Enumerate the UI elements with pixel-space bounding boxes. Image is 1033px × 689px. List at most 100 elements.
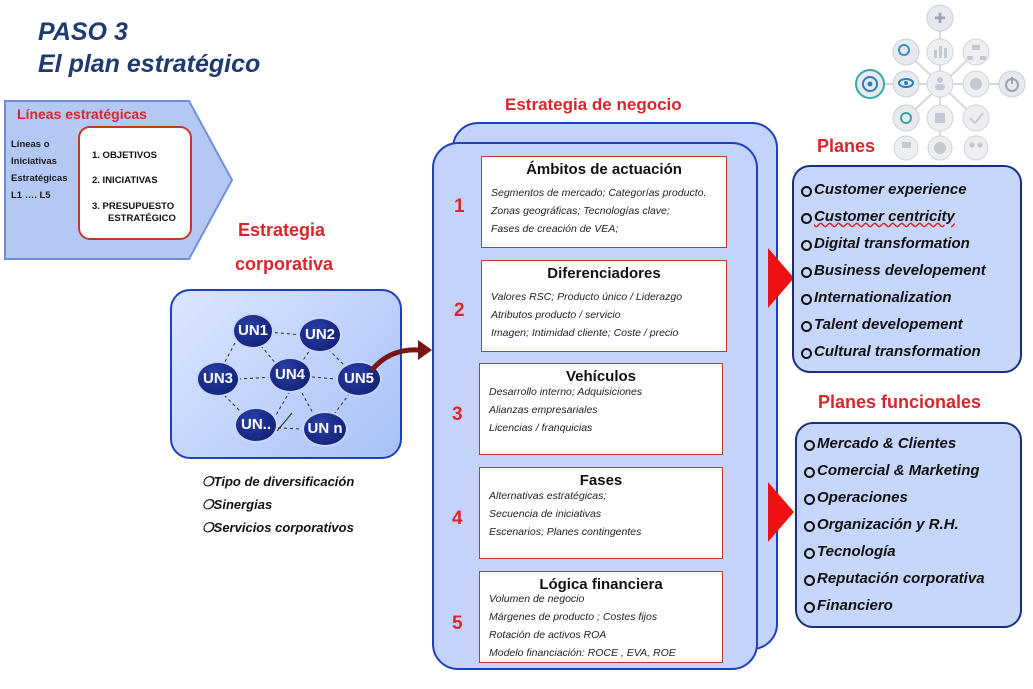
- svg-text:✚: ✚: [934, 10, 946, 26]
- lineas-left-line: Estratégicas: [11, 173, 68, 184]
- arrow-to-planes-top: [768, 248, 794, 308]
- plan-item: Talent developement: [801, 316, 963, 333]
- bullet-circle-icon: [801, 294, 812, 305]
- flag-icon: [893, 135, 919, 161]
- page-title-line1: PASO 3: [38, 18, 128, 46]
- iniciativas-item: 2. INICIATIVAS: [92, 175, 158, 186]
- plan-item: Comercial & Marketing: [804, 462, 980, 479]
- puzzle-icon: [926, 104, 954, 132]
- corporate-to-business-arrow: [370, 340, 432, 372]
- panel-heading: Lógica financiera: [539, 576, 663, 593]
- panel-heading: Fases: [579, 472, 623, 489]
- plan-item: Tecnología: [804, 543, 896, 560]
- panel-line: Atributos producto / servicio: [491, 309, 621, 321]
- unit-un-dots: UN..: [234, 407, 278, 443]
- corporativa-title1: Estrategia: [238, 220, 326, 240]
- arrow-to-planes-funcionales: [768, 482, 794, 542]
- planes-top-title: Planes: [817, 136, 876, 156]
- unit-un5: UN5: [336, 361, 382, 397]
- objetivos-item: 1. OBJETIVOS: [92, 150, 157, 161]
- plan-item: Customer experience: [801, 181, 967, 198]
- panel-line: Valores RSC; Producto único / Liderazgo: [491, 291, 683, 303]
- presupuesto-item: 3. PRESUPUESTO: [92, 201, 175, 212]
- unit-un2: UN2: [298, 317, 342, 353]
- negocio-title: Estrategia de negocio: [505, 95, 682, 114]
- panel-line: Modelo financiación: ROCE , EVA, ROE: [489, 647, 676, 659]
- bullet-diversificacion: ❍Tipo de diversificación: [202, 474, 355, 489]
- panel-line: Rotación de activos ROA: [489, 629, 607, 641]
- panel-heading: Ámbitos de actuación: [526, 161, 682, 178]
- chart-icon: [926, 38, 954, 66]
- search-icon: [892, 38, 920, 66]
- globe-icon: [927, 135, 953, 161]
- bullet-circle-icon: [801, 348, 812, 359]
- planes-funcionales-title: Planes funcionales: [818, 392, 982, 412]
- plan-item: Internationalization: [801, 289, 952, 306]
- icon-cluster: ✚: [855, 4, 1026, 161]
- planes-funcionales-box: Mercado & Clientes Comercial & Marketing…: [795, 422, 1022, 628]
- team-icon: [963, 135, 989, 161]
- panel-ambitos: Ámbitos de actuación Segmentos de mercad…: [481, 156, 727, 248]
- bullet-circle-icon: [801, 240, 812, 251]
- bullet-circle-icon: [804, 548, 815, 559]
- plan-item: Financiero: [804, 597, 893, 614]
- bullet-circle-icon: [804, 440, 815, 451]
- lineas-left-text: Líneas o Iniciativas Estratégicas L1 …. …: [11, 136, 68, 204]
- plan-item: Customer centricity: [801, 208, 955, 225]
- bullet-circle-icon: [801, 186, 812, 197]
- bullet-circle-icon: ❍: [202, 520, 214, 535]
- plan-item: Cultural transformation: [801, 343, 981, 360]
- unit-un4: UN4: [268, 357, 312, 393]
- plan-item: Organización y R.H.: [804, 516, 959, 533]
- bullet-circle-icon: [801, 213, 812, 224]
- people-icon: [926, 70, 954, 98]
- check-icon: [962, 104, 990, 132]
- unit-un-n: UN n: [302, 411, 348, 447]
- presupuesto-item-cont: ESTRATÉGICO: [108, 213, 176, 224]
- panel-line: Desarrollo interno; Adquisiciones: [489, 386, 643, 398]
- panel-line: Zonas geográficas; Tecnologías clave;: [491, 205, 670, 217]
- panel-diferenciadores: Diferenciadores Valores RSC; Producto ún…: [481, 260, 727, 352]
- unit-un1: UN1: [232, 313, 274, 349]
- eye-icon: [892, 70, 920, 98]
- bullet-sinergias: ❍Sinergias: [202, 497, 273, 512]
- plan-item: Digital transformation: [801, 235, 970, 252]
- panel-line: Alternativas estratégicas;: [489, 490, 607, 502]
- cross-icon: ✚: [926, 4, 954, 32]
- bullet-circle-icon: [801, 321, 812, 332]
- lineas-left-line: Iniciativas: [11, 156, 57, 167]
- power-icon: [998, 70, 1026, 98]
- panel-heading: Vehículos: [565, 368, 637, 385]
- panel-number-3: 3: [452, 404, 463, 425]
- pie-icon: [962, 70, 990, 98]
- panel-number-5: 5: [452, 613, 463, 634]
- panel-line: Volumen de negocio: [489, 593, 585, 605]
- bullet-circle-icon: [804, 602, 815, 613]
- lineas-left-line: L1 …. L5: [11, 190, 51, 201]
- lineas-left-line: Líneas o: [11, 139, 50, 150]
- strategy-icon: [892, 104, 920, 132]
- panel-heading: Diferenciadores: [547, 265, 661, 282]
- bullet-circle-icon: [804, 521, 815, 532]
- panel-line: Márgenes de producto ; Costes fijos: [489, 611, 658, 623]
- panel-number-4: 4: [452, 508, 463, 529]
- corporate-bullets: ❍Tipo de diversificación ❍Sinergias ❍Ser…: [202, 474, 354, 543]
- bullet-circle-icon: [804, 575, 815, 586]
- bullet-circle-icon: ❍: [202, 497, 214, 512]
- bullet-servicios: ❍Servicios corporativos: [202, 520, 354, 535]
- bullet-circle-icon: [801, 267, 812, 278]
- panel-line: Fases de creación de VEA;: [491, 223, 619, 235]
- planes-top-box: Customer experience Customer centricity …: [792, 165, 1022, 373]
- corporate-units-box: UN1 UN2 UN3 UN4 UN5 UN.. UN n: [170, 289, 402, 459]
- bullet-circle-icon: [804, 494, 815, 505]
- unit-un3: UN3: [196, 361, 240, 397]
- panel-line: Imagen; Intimidad cliente; Coste / preci…: [491, 327, 679, 339]
- plan-item: Mercado & Clientes: [804, 435, 956, 452]
- panel-line: Licencias / franquicias: [489, 422, 593, 434]
- panel-fases: Fases Alternativas estratégicas; Secuenc…: [479, 467, 723, 559]
- panel-vehiculos: Vehículos Desarrollo interno; Adquisicio…: [479, 363, 723, 455]
- panel-line: Segmentos de mercado; Categorías product…: [491, 187, 707, 199]
- corporativa-title2: corporativa: [235, 254, 334, 274]
- objetivos-box: 1. OBJETIVOS 2. INICIATIVAS 3. PRESUPUES…: [78, 126, 192, 240]
- panel-line: Secuencia de iniciativas: [489, 508, 602, 520]
